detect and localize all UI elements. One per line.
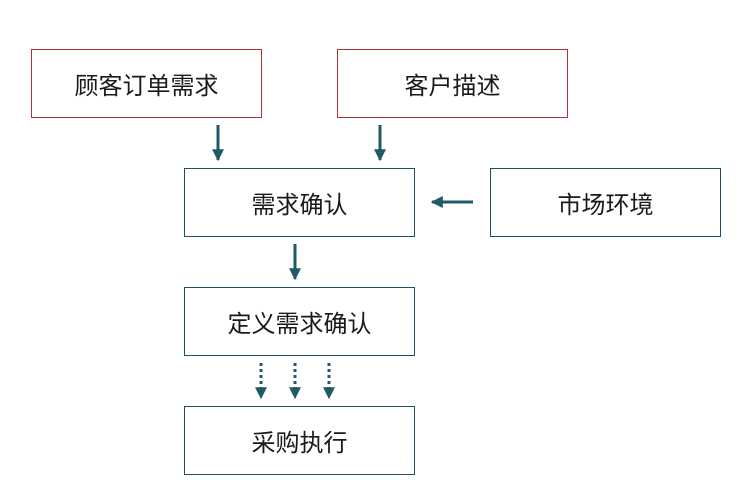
node-define-confirm-label: 定义需求确认 (227, 310, 372, 338)
node-customer-description-label: 客户描述 (404, 72, 501, 100)
node-procure-execute: 采购执行 (184, 406, 415, 475)
node-customer-description: 客户描述 (337, 49, 568, 118)
node-define-confirm: 定义需求确认 (184, 287, 415, 356)
node-market-environment: 市场环境 (490, 168, 721, 237)
node-market-environment-label: 市场环境 (557, 191, 654, 219)
node-demand-confirm-label: 需求确认 (251, 191, 348, 219)
node-procure-execute-label: 采购执行 (251, 429, 348, 457)
node-demand-confirm: 需求确认 (184, 168, 415, 237)
node-order-demand-label: 顾客订单需求 (74, 72, 219, 100)
node-order-demand: 顾客订单需求 (31, 49, 262, 118)
